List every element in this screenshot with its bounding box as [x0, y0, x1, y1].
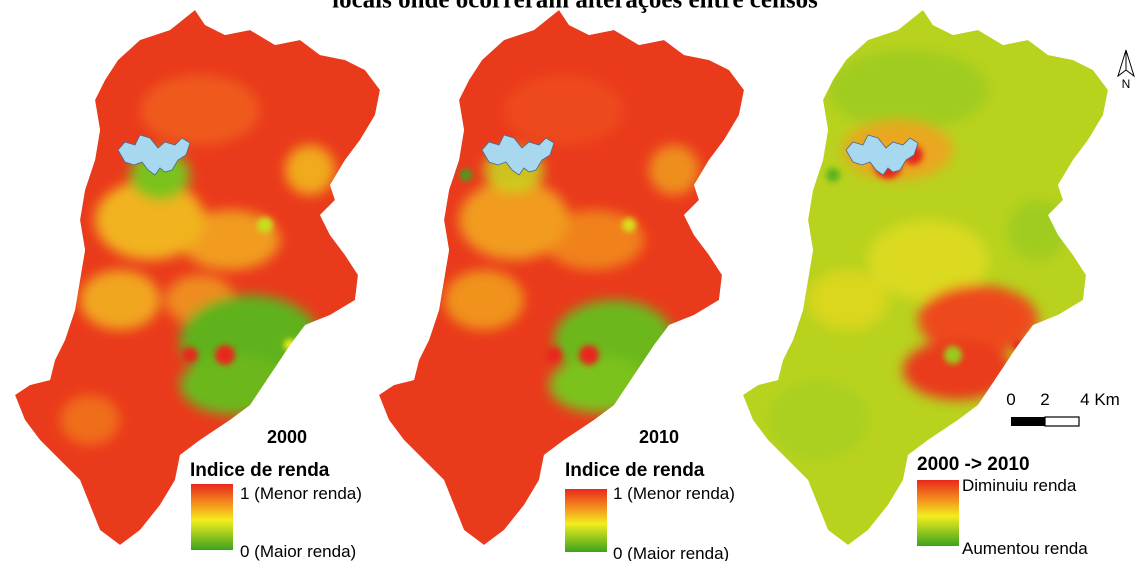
- legend-2000: Indice de renda 1 (Menor renda) 0 (Maior…: [190, 460, 362, 561]
- scale-tick-2: 2: [1040, 390, 1049, 409]
- legend-ramp-change: [917, 480, 959, 546]
- legend-title-2000: Indice de renda: [190, 460, 330, 481]
- legend-low-2010: 0 (Maior renda): [613, 544, 729, 561]
- map-title: locais onde ocorreram alterações entre c…: [332, 0, 818, 14]
- legend-title-2010: Indice de renda: [565, 460, 705, 481]
- income-change-surface: [743, 10, 1108, 545]
- legend-high-change: Diminuiu renda: [962, 476, 1077, 495]
- legend-ramp-2000: [191, 484, 233, 550]
- legend-ramp-2010: [565, 489, 607, 552]
- north-arrow-icon: N: [1117, 49, 1135, 91]
- scale-bar: 0 2 4 Km: [1006, 390, 1120, 427]
- scale-tick-0: 0: [1006, 390, 1015, 409]
- map-panel-change: [743, 10, 1108, 545]
- legend-high-2000: 1 (Menor renda): [240, 484, 362, 503]
- legend-change: 2000 -> 2010 Diminuiu renda Aumentou ren…: [917, 454, 1088, 558]
- legend-low-change: Aumentou renda: [962, 539, 1088, 558]
- legend-2010: Indice de renda 1 (Menor renda) 0 (Maior…: [565, 460, 735, 561]
- income-surface-2010: [379, 10, 744, 545]
- north-label: N: [1122, 77, 1131, 91]
- year-label-2010: 2010: [639, 427, 679, 447]
- legend-high-2010: 1 (Menor renda): [613, 484, 735, 503]
- scale-tick-4: 4 Km: [1080, 390, 1120, 409]
- year-label-2000: 2000: [267, 427, 307, 447]
- legend-low-2000: 0 (Maior renda): [240, 542, 356, 561]
- map-panel-2010: [379, 10, 744, 545]
- legend-title-change: 2000 -> 2010: [917, 454, 1030, 475]
